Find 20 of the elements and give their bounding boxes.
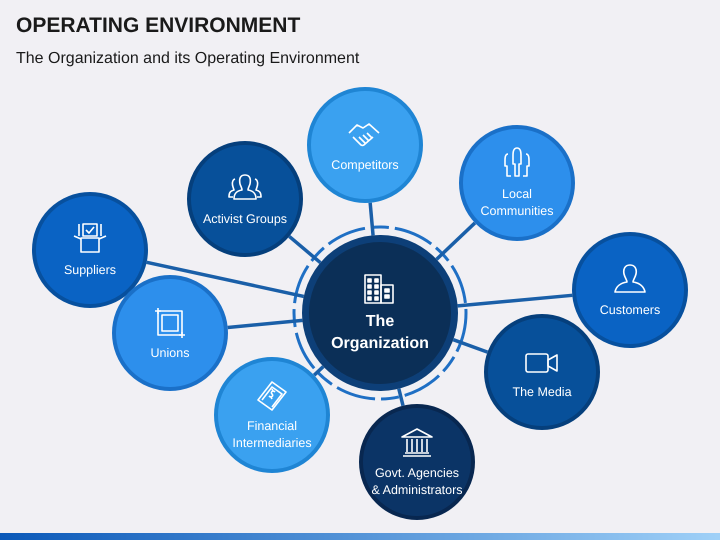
title: OPERATING ENVIRONMENT [16, 14, 300, 38]
node-label: Local Communities [480, 186, 554, 220]
connector-line [397, 388, 405, 406]
node-label: Govt. Agencies & Administrators [370, 465, 464, 499]
node-label: Suppliers [62, 262, 118, 278]
node-label: Financial Intermediaries [231, 418, 313, 452]
center-label: The Organization [330, 312, 430, 354]
connector-line [452, 338, 488, 354]
node-label: Competitors [330, 156, 400, 174]
connector-line [312, 365, 324, 376]
connector-line [458, 294, 572, 308]
node-label: Customers [598, 302, 662, 318]
connector-line [368, 202, 375, 236]
node-label: Unions [150, 344, 190, 362]
connector-line [146, 260, 304, 298]
node-label: The Media [511, 384, 573, 400]
node-label: Activist Groups [202, 210, 288, 228]
connector-line [228, 318, 303, 330]
subtitle: The Organization and its Operating Environment [16, 50, 360, 68]
center-circle [302, 235, 458, 391]
